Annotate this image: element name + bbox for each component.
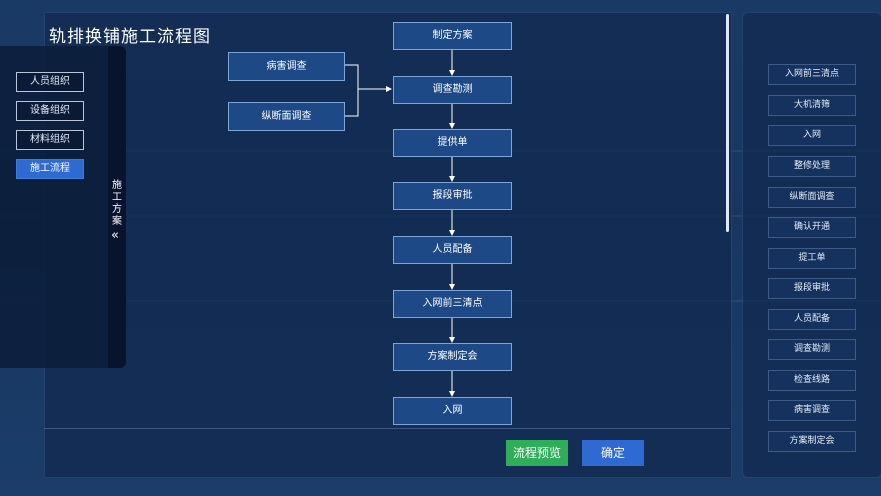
- side-menu-personnel[interactable]: 人员组织: [16, 72, 84, 92]
- drawer-toggle[interactable]: [108, 46, 126, 368]
- flow-preview-button[interactable]: 流程预览: [506, 440, 568, 466]
- flow-source-profile-survey[interactable]: 纵断面调查: [228, 102, 345, 131]
- flow-step[interactable]: 入网: [393, 397, 512, 425]
- flow-step[interactable]: 报段审批: [393, 182, 512, 210]
- right-list-item[interactable]: 病害调查: [768, 400, 856, 421]
- vertical-scrollbar[interactable]: [726, 14, 729, 232]
- flow-step[interactable]: 提供单: [393, 129, 512, 157]
- right-list-item[interactable]: 提工单: [768, 248, 856, 269]
- right-list-item[interactable]: 方案制定会: [768, 431, 856, 452]
- flow-step[interactable]: 制定方案: [393, 22, 512, 50]
- side-menu-equipment[interactable]: 设备组织: [16, 101, 84, 121]
- flow-source-disease-survey[interactable]: 病害调查: [228, 52, 345, 81]
- right-list-item[interactable]: 大机清筛: [768, 95, 856, 116]
- confirm-button[interactable]: 确定: [582, 440, 644, 466]
- flow-step[interactable]: 入网前三清点: [393, 290, 512, 318]
- flow-step[interactable]: 调查勘测: [393, 76, 512, 104]
- right-list-item[interactable]: 确认开通: [768, 217, 856, 238]
- drawer-label: 施工方案: [112, 180, 122, 227]
- page-title: 轨排换铺施工流程图: [49, 27, 211, 47]
- flow-step[interactable]: 人员配备: [393, 236, 512, 264]
- flow-step[interactable]: 方案制定会: [393, 343, 512, 371]
- right-list-item[interactable]: 检查线路: [768, 370, 856, 391]
- right-list-item[interactable]: 报段审批: [768, 278, 856, 299]
- right-list-item[interactable]: 整修处理: [768, 156, 856, 177]
- right-list-item[interactable]: 入网: [768, 125, 856, 146]
- side-menu-materials[interactable]: 材料组织: [16, 130, 84, 150]
- right-list-item[interactable]: 人员配备: [768, 309, 856, 330]
- double-chevron-left-icon[interactable]: «: [111, 228, 119, 243]
- main-panel: [44, 12, 732, 478]
- side-menu-construction-flow[interactable]: 施工流程: [16, 159, 84, 179]
- right-list-item[interactable]: 入网前三清点: [768, 64, 856, 85]
- left-drawer: 人员组织 设备组织 材料组织 施工流程: [0, 46, 126, 368]
- right-list-item[interactable]: 纵断面调查: [768, 187, 856, 208]
- footer-divider: [44, 428, 730, 429]
- right-list-item[interactable]: 调查勘测: [768, 339, 856, 360]
